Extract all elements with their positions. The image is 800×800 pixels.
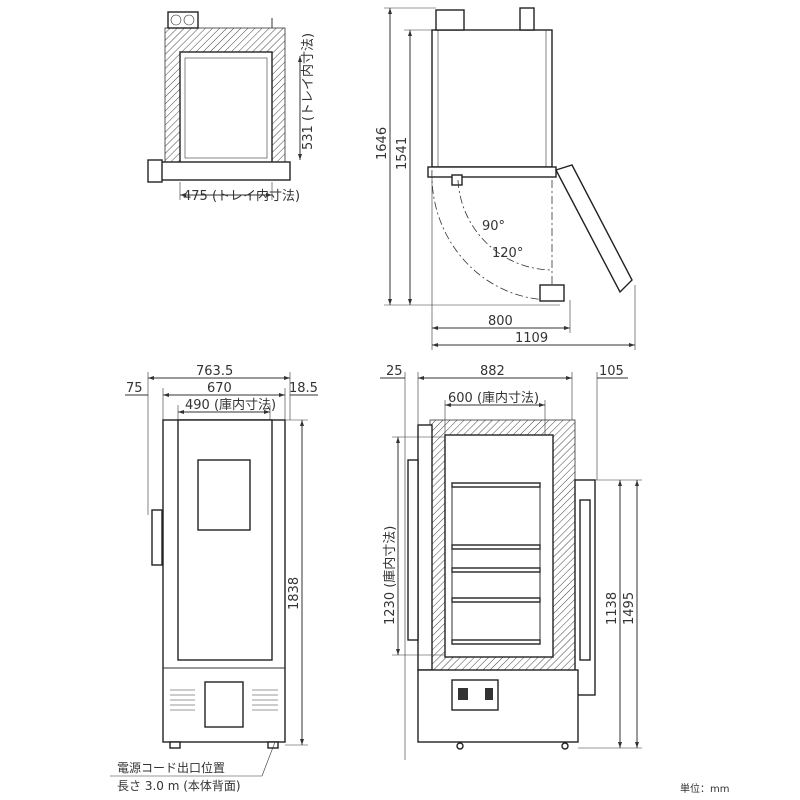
top-view: 531 (トレイ内寸法) 475 (トレイ内寸法) xyxy=(147,11,316,204)
open-depth-800-label: 800 xyxy=(488,314,513,329)
dim-1138-label: 1138 xyxy=(605,592,620,625)
side-view-body xyxy=(431,29,553,168)
front-view: 763.5 75 670 18.5 490 (庫内寸法) 1838 電源コード出… xyxy=(110,364,318,793)
tray-depth-label: 531 (トレイ内寸法) xyxy=(300,33,316,150)
section-door xyxy=(417,424,433,671)
front-height-label: 1838 xyxy=(287,577,302,610)
left-offset-label: 75 xyxy=(126,381,143,396)
cord-position-note: 電源コード出口位置 xyxy=(117,760,225,775)
interior-depth-label: 600 (庫内寸法) xyxy=(448,390,539,406)
top-view-door xyxy=(151,161,291,181)
total-height-label: 1646 xyxy=(375,127,390,160)
body-depth-label: 882 xyxy=(480,364,505,379)
top-view-tray xyxy=(179,51,273,165)
door-swing-120-arc xyxy=(431,169,553,301)
door-swing-90-arc xyxy=(457,179,553,271)
right-offset-label: 18.5 xyxy=(289,381,318,396)
overall-width-label: 763.5 xyxy=(196,364,233,379)
interior-height-label: 1230 (庫内寸法) xyxy=(382,526,398,625)
shelves xyxy=(451,482,541,645)
cord-length-note: 長さ 3.0 m (本体背面) xyxy=(117,779,241,793)
door-handle xyxy=(151,509,163,566)
angle-120-label: 120° xyxy=(492,246,523,261)
open-door-120 xyxy=(554,164,633,294)
body-width-label: 670 xyxy=(207,381,232,396)
front-door xyxy=(177,419,273,661)
open-depth-1109-label: 1109 xyxy=(515,331,548,346)
section-left-offset-label: 25 xyxy=(386,364,403,379)
rear-offset-label: 105 xyxy=(599,364,624,379)
front-window xyxy=(197,459,251,531)
body-height-label: 1541 xyxy=(395,137,410,170)
compressor-fan-icon xyxy=(167,11,199,29)
side-open-view: 90° 120° 1646 1541 800 1109 xyxy=(375,7,636,350)
front-vent-panel xyxy=(204,681,244,728)
interior-width-label: 490 (庫内寸法) xyxy=(185,397,276,413)
unit-label: 単位：mm xyxy=(680,782,729,795)
dim-1495-label: 1495 xyxy=(622,592,637,625)
section-view: 25 882 105 600 (庫内寸法) 1230 (庫内寸法) 1138 1… xyxy=(380,364,642,760)
angle-90-label: 90° xyxy=(482,219,505,234)
tray-width-label: 475 (トレイ内寸法) xyxy=(183,188,300,204)
